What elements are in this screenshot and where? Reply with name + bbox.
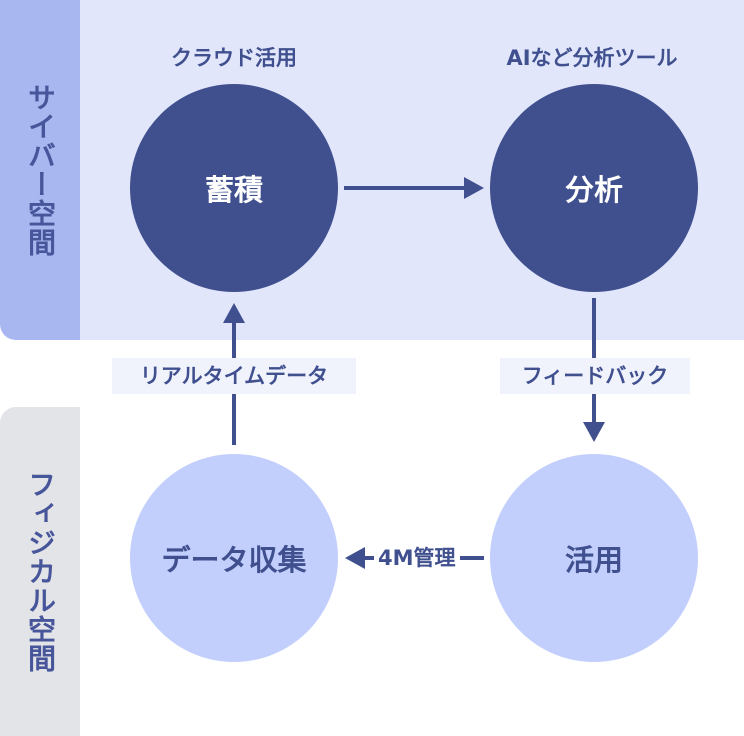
4m-management-label: 4M管理 [374,544,460,572]
arrowhead-left [345,547,365,569]
data-collection-node: データ収集 [130,454,338,662]
physical-space-label-bar [0,407,80,736]
cyber-space-label: サイバー空間 [24,83,57,257]
ai-tools-label: AIなど分析ツール [506,46,678,70]
physical-space-label: フィジカル空間 [24,470,57,673]
arrowhead-down [583,422,605,442]
cyber-space-label-bar [0,0,80,340]
realtime-data-label: リアルタイムデータ [112,358,356,394]
utilize-node: 活用 [490,454,698,662]
feedback-label: フィードバック [500,358,690,394]
arrowhead-right [464,177,484,199]
arrowhead-up [223,303,245,323]
accumulate-node: 蓄積 [130,84,338,292]
cloud-usage-label: クラウド活用 [171,46,297,70]
analyze-node: 分析 [490,84,698,292]
